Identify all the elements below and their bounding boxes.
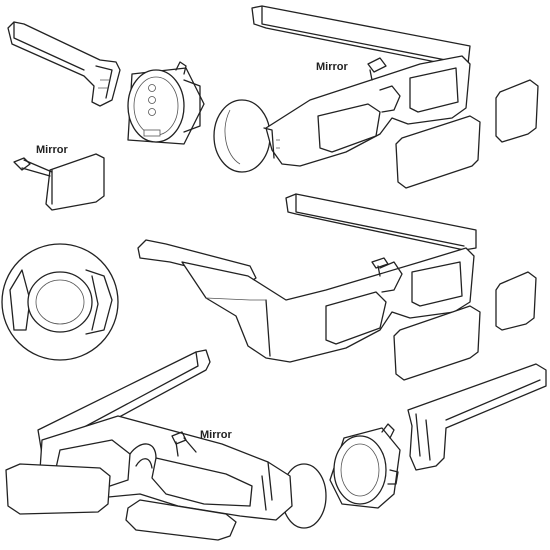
top-lens-small: [495, 79, 539, 143]
mirror-label-top: Mirror: [316, 61, 348, 73]
top-left-temple-arm: [7, 21, 121, 107]
top-round-cover: [213, 99, 271, 173]
bottom-assembly: [5, 349, 547, 541]
middle-right-temple: [285, 193, 477, 251]
bottom-circular-module: [329, 423, 401, 509]
mirror-label-bottom: Mirror: [200, 429, 232, 441]
bottom-right-temple: [407, 363, 547, 471]
middle-lens-small: [495, 271, 537, 331]
middle-frame: [181, 247, 475, 363]
left-mirror-piece: [13, 153, 105, 211]
mirror-label-left: Mirror: [36, 144, 68, 156]
detail-magnified-circle: [1, 243, 119, 361]
middle-lens-large: [393, 305, 481, 381]
top-frame: [251, 5, 471, 167]
top-assembly: [7, 5, 539, 211]
top-circular-module: [127, 61, 205, 145]
bottom-lens-left: [5, 463, 111, 515]
middle-assembly: [1, 193, 537, 381]
bottom-lens-right: [125, 499, 237, 541]
top-lens-large: [395, 115, 481, 189]
